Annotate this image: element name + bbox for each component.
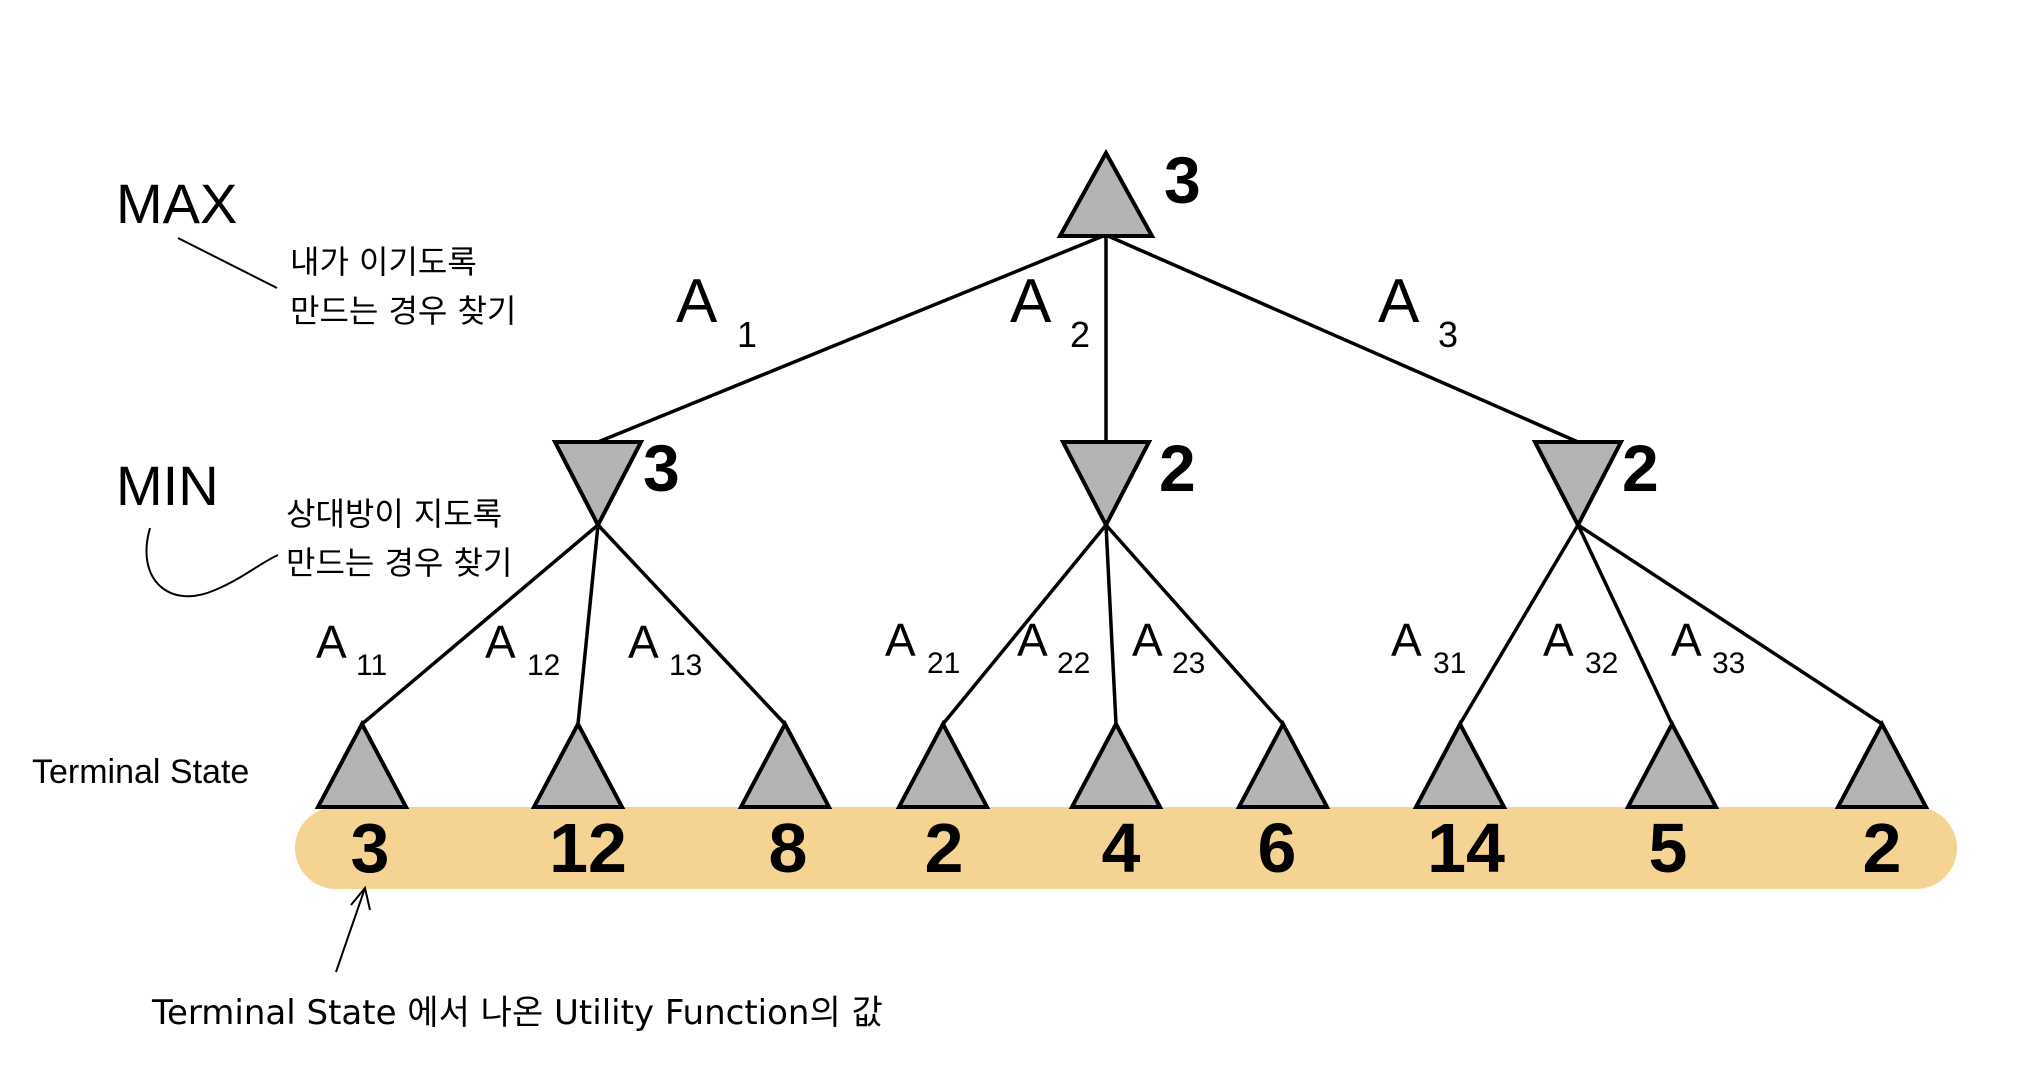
min-node-2 [1059,440,1153,530]
action-a32-sub: 32 [1585,647,1618,680]
min-annotation-pointer [145,527,279,598]
action-a31-sub: 31 [1433,647,1466,680]
edge-a22 [1104,524,1118,725]
terminal-state-label: Terminal State [32,753,249,791]
action-a3-sub: 3 [1438,314,1458,355]
edge-a11 [360,523,600,726]
utility-caption: Terminal State 에서 나온 Utility Function의 값 [151,993,883,1033]
terminal-nodes [314,719,1930,809]
action-a1-sub: 1 [737,314,757,355]
leaf-node-22 [1068,719,1164,809]
min-value-2: 2 [1159,431,1196,505]
edge-a21 [941,523,1108,726]
edge-a23 [1104,523,1285,726]
terminal-value: 4 [1102,809,1141,887]
min-note-line1: 상대방이 지도록 [286,495,502,533]
leaf-node-12 [530,719,626,809]
action-a31-letter: A [1391,614,1422,666]
leaf-node-11 [314,719,410,809]
action-a12-letter: A [485,616,516,668]
terminal-value: 14 [1427,809,1505,887]
min-note-line2: 만드는 경우 찾기 [286,544,512,582]
leaf-node-32 [1624,719,1720,809]
action-a2-letter: A [1010,267,1052,336]
min-node-1 [551,440,645,530]
terminal-value: 3 [351,809,390,887]
terminal-value: 2 [925,809,964,887]
terminal-value: 8 [769,809,808,887]
action-a11-letter: A [316,616,347,668]
action-a11-sub: 11 [356,649,387,682]
leaf-node-23 [1235,719,1331,809]
edge-a3 [1107,234,1579,444]
action-a23-sub: 23 [1172,647,1205,680]
terminal-values: 3 12 8 2 4 6 14 5 2 [351,809,1902,887]
edge-a13 [596,523,787,726]
action-a33-sub: 33 [1712,647,1745,680]
edge-a1 [597,234,1104,444]
terminal-values-band [295,807,1957,889]
root-edges [597,234,1579,444]
edge-a12 [576,524,600,725]
leaf-node-33 [1834,719,1930,809]
max-root-node [1056,148,1156,238]
action-labels-top: A 1 A 2 A 3 [676,267,1458,355]
max-note-line2: 만드는 경우 찾기 [290,292,516,330]
terminal-value: 5 [1649,809,1688,887]
action-a12-sub: 12 [527,649,560,682]
min-value-1: 3 [643,431,680,505]
caption-arrow-line [335,887,366,973]
min-node-3 [1531,440,1625,530]
leaf-node-31 [1412,719,1508,809]
action-a23-letter: A [1132,614,1163,666]
edge-a33 [1577,523,1883,726]
action-a1-letter: A [676,267,718,336]
action-a22-letter: A [1017,614,1048,666]
min-edges [360,523,1883,726]
action-labels-leaf: A 11 A 12 A 13 A 21 A 22 A 23 A 31 A 32 … [316,614,1745,682]
leaf-node-21 [895,719,991,809]
min-level-label: MIN [116,454,219,517]
edge-a32 [1576,524,1674,725]
action-a33-letter: A [1671,614,1702,666]
leaf-node-13 [737,719,833,809]
terminal-value: 2 [1863,809,1902,887]
action-a3-letter: A [1378,267,1420,336]
max-note-line1: 내가 이기도록 [290,243,477,281]
action-a13-letter: A [628,616,659,668]
action-a22-sub: 22 [1057,647,1090,680]
root-value: 3 [1164,143,1201,217]
action-a32-letter: A [1543,614,1574,666]
min-nodes [551,440,1625,530]
min-value-3: 2 [1622,431,1659,505]
caption-arrow [335,885,371,973]
action-a21-sub: 21 [927,647,960,680]
max-annotation-pointer [177,237,278,289]
max-level-label: MAX [116,172,237,235]
terminal-value: 12 [549,809,627,887]
action-a2-sub: 2 [1070,314,1090,355]
caption-arrow-head [350,885,371,911]
action-a21-letter: A [885,614,916,666]
terminal-value: 6 [1258,809,1297,887]
action-a13-sub: 13 [669,649,702,682]
edge-a31 [1458,524,1580,725]
